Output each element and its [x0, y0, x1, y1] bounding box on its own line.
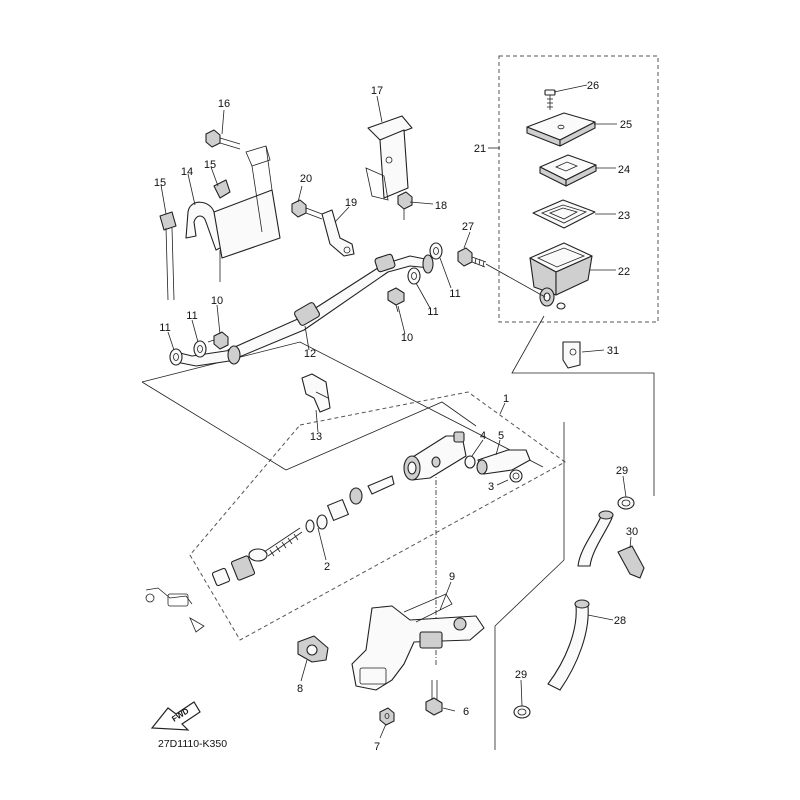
callout-12: 12 — [304, 348, 316, 360]
reservoir-group-box — [498, 55, 659, 323]
callout-7: 7 — [374, 741, 380, 753]
callout-10-left: 10 — [211, 295, 223, 307]
bolt-16 — [205, 129, 241, 150]
fwd-arrow-icon — [150, 701, 201, 731]
callout-5: 5 — [498, 430, 504, 442]
diaphragm-23 — [532, 199, 596, 229]
callout-8: 8 — [297, 683, 303, 695]
callout-19: 19 — [345, 197, 357, 209]
pushrod-yoke-2 — [145, 587, 205, 633]
hose-joint-5 — [476, 449, 531, 475]
callout-numbers: 1 2 3 4 5 6 7 8 9 10 10 11 11 11 11 12 1… — [154, 80, 638, 753]
cable-tie-15-left — [159, 211, 177, 301]
callout-25: 25 — [620, 119, 632, 131]
union-bolt-10-right — [387, 287, 405, 313]
callout-14: 14 — [181, 166, 193, 178]
bracket-17 — [365, 115, 413, 201]
bracket-14 — [185, 145, 281, 282]
master-cylinder-group-box — [189, 391, 566, 641]
brake-hose-12 — [175, 253, 434, 367]
hose-clip-29-upper — [617, 496, 635, 510]
union-bolt-10-left — [207, 331, 229, 350]
callout-24: 24 — [618, 164, 630, 176]
callout-30: 30 — [626, 526, 638, 538]
hose-route-line-6 — [494, 559, 565, 627]
callout-11-b: 11 — [186, 310, 197, 322]
washer-11b — [193, 340, 207, 358]
callout-23: 23 — [618, 210, 630, 222]
callout-22: 22 — [618, 266, 630, 278]
callout-3: 3 — [488, 481, 494, 493]
o-ring-4 — [464, 455, 476, 469]
callout-21: 21 — [474, 143, 486, 155]
bolt-18 — [397, 191, 413, 220]
hose-route-line-3 — [511, 315, 655, 496]
callout-11-c: 11 — [449, 288, 460, 300]
hose-holder-13 — [301, 373, 331, 413]
callout-20: 20 — [300, 173, 312, 185]
piston-kit-2 — [211, 475, 395, 587]
callout-13: 13 — [310, 431, 322, 443]
callout-17: 17 — [371, 85, 383, 97]
callout-28: 28 — [614, 615, 626, 627]
bushing-8 — [297, 635, 329, 663]
callout-16: 16 — [218, 98, 230, 110]
bolt-27-axis — [485, 263, 546, 298]
washer-11c — [429, 242, 443, 260]
clip-15-right — [213, 179, 231, 199]
nut-7 — [379, 707, 395, 726]
callout-27: 27 — [462, 221, 474, 233]
diagram-code: 27D1110-K350 — [158, 738, 227, 750]
washer-11d — [407, 267, 421, 285]
callout-2: 2 — [324, 561, 330, 573]
callout-18: 18 — [435, 200, 447, 212]
callout-15-left: 15 — [154, 177, 166, 189]
hose-route-line-1 — [141, 341, 544, 468]
callout-26: 26 — [587, 80, 599, 92]
callout-11-a: 11 — [159, 322, 170, 334]
callout-6: 6 — [463, 706, 469, 718]
callout-leaders — [160, 84, 632, 739]
bolt-27 — [457, 247, 487, 268]
callout-15-right: 15 — [204, 159, 216, 171]
cap-25 — [526, 112, 596, 147]
bolt-6 — [425, 680, 443, 716]
callout-11-d: 11 — [427, 306, 438, 318]
diaphragm-plate-24 — [539, 154, 597, 187]
clamp-31 — [562, 341, 581, 369]
bracket-19 — [321, 209, 355, 257]
callout-29-lower: 29 — [515, 669, 527, 681]
circlip-3 — [509, 469, 523, 483]
callout-1: 1 — [503, 393, 509, 405]
holder-30 — [617, 545, 645, 579]
callout-31: 31 — [607, 345, 619, 357]
callout-29-upper: 29 — [616, 465, 628, 477]
washer-11a — [169, 348, 183, 366]
hose-route-line-4 — [141, 381, 287, 471]
screw-26 — [544, 89, 556, 110]
hose-28 — [547, 510, 614, 691]
callout-4: 4 — [480, 430, 486, 442]
hose-route-line-2 — [285, 401, 477, 471]
reservoir-body-22 — [529, 242, 593, 310]
hose-clip-29-lower — [513, 705, 531, 719]
master-cylinder-body-1 — [403, 431, 467, 481]
callout-9: 9 — [449, 571, 455, 583]
callout-10-right: 10 — [401, 332, 413, 344]
brake-pedal-9 — [351, 593, 485, 691]
bolt-20 — [291, 199, 323, 220]
